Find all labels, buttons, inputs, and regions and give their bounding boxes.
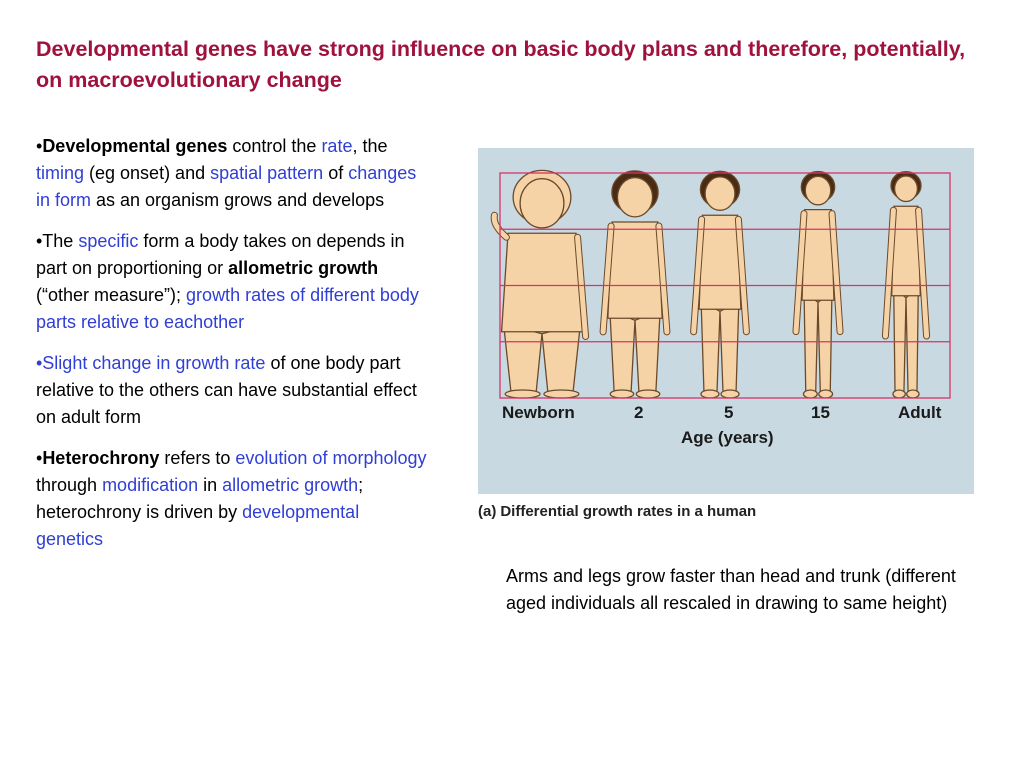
- figure-1-left-arm: [600, 223, 614, 335]
- figure-3-left-arm: [793, 211, 807, 335]
- figure-2-left-arm: [691, 216, 705, 335]
- figure-2-right-arm: [735, 216, 749, 335]
- figure-note: Arms and legs grow faster than head and …: [506, 566, 956, 613]
- figure-2-right-leg: [719, 300, 740, 393]
- figure-3-torso: [801, 208, 835, 301]
- term-allometric-growth: allometric growth: [228, 258, 379, 278]
- figure-4-left-leg: [893, 286, 907, 393]
- figure-0-right-foot: [543, 389, 580, 399]
- figure-3-left-foot: [802, 389, 818, 399]
- figure-4-left-arm: [882, 207, 896, 339]
- age-label-15: 15: [811, 403, 830, 422]
- figure-4-right-arm: [916, 207, 930, 339]
- figure-0-right-arm: [575, 234, 589, 339]
- figure-1-head: [616, 176, 654, 218]
- term-heterochrony: Heterochrony: [42, 448, 160, 468]
- age-label-newborn: Newborn: [502, 403, 575, 422]
- age-label-5: 5: [724, 403, 734, 422]
- figure-1-right-arm: [656, 223, 670, 335]
- bullet-allometric-growth: •The specific form a body takes on depen…: [36, 231, 419, 332]
- growth-figure-drawing: [490, 169, 951, 399]
- figure-3-right-foot: [818, 389, 834, 399]
- figure-0-right-leg: [541, 322, 582, 393]
- term-developmental-genes: Developmental genes: [42, 136, 228, 156]
- figure-2-left-foot: [700, 389, 720, 399]
- figure-3-head: [804, 175, 832, 206]
- figure-1-left-foot: [609, 389, 635, 399]
- figure-4-head: [893, 175, 919, 203]
- figure-1-left-leg: [609, 309, 636, 393]
- bullet-heterochrony: •Heterochrony refers to evolution of mor…: [36, 448, 427, 549]
- figure-2-right-foot: [720, 389, 740, 399]
- bullet-developmental-genes: •Developmental genes control the rate, t…: [36, 136, 417, 210]
- age-label-2: 2: [634, 403, 644, 422]
- figure-2-head: [704, 176, 736, 211]
- figure-4-right-foot: [906, 389, 920, 399]
- figure-1-right-leg: [634, 309, 661, 393]
- figure-1-right-foot: [635, 389, 661, 399]
- figure-0-head: [519, 178, 565, 229]
- figure-0-left-arm: [491, 212, 509, 240]
- axis-label-age: Age (years): [681, 428, 774, 447]
- figure-0-left-leg: [502, 322, 543, 393]
- growth-figure: Newborn 2 5 15 Adult Age (years): [478, 148, 974, 494]
- bullet-list: •Developmental genes control the rate, t…: [36, 133, 428, 567]
- age-label-adult: Adult: [898, 403, 942, 422]
- figure-caption: (a)Differential growth rates in a human: [478, 503, 757, 520]
- figure-2-left-leg: [700, 300, 721, 393]
- figure-0-torso: [500, 232, 584, 333]
- bullet-growth-rate: •Slight change in growth rate of one bod…: [36, 353, 417, 427]
- figure-4-left-foot: [892, 389, 906, 399]
- slide-title: Developmental genes have strong influenc…: [36, 37, 966, 92]
- figure-1-torso: [607, 221, 663, 319]
- figure-3-right-arm: [829, 211, 843, 335]
- figure-4-right-leg: [905, 286, 919, 393]
- figure-0-left-foot: [504, 389, 541, 399]
